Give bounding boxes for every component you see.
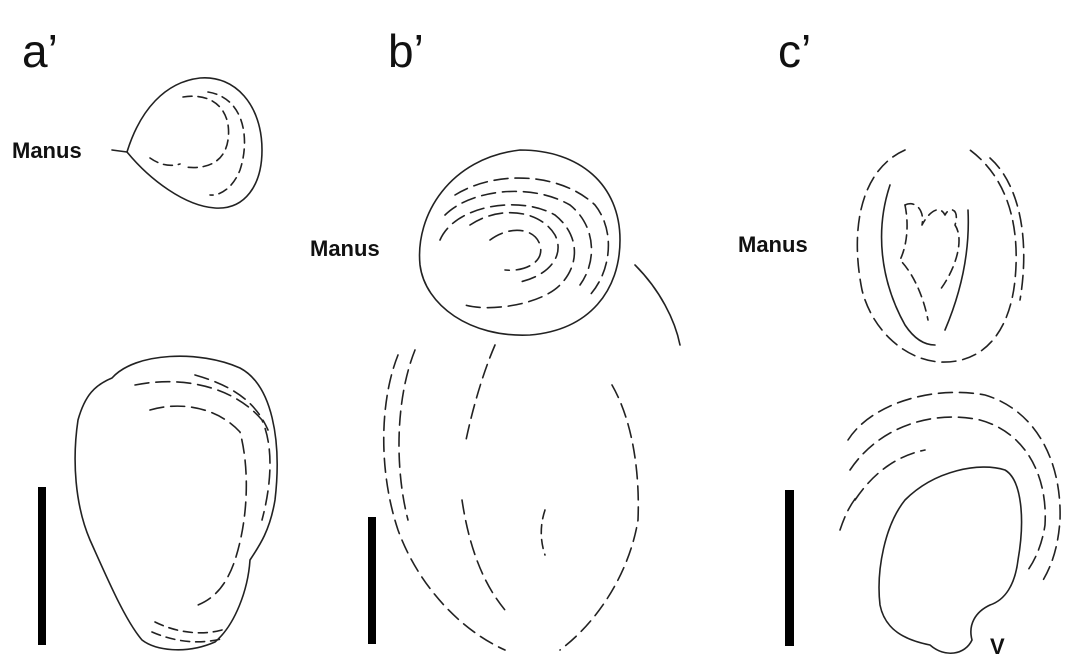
- pes-inner-line-a1: [135, 382, 270, 520]
- manus-inner-line-b5: [490, 230, 541, 270]
- pes-outline-right-b: [560, 385, 638, 650]
- manus-inner-line-a1: [183, 96, 229, 167]
- panel-a-drawing: [38, 78, 277, 650]
- pes-inner-line-a4: [155, 622, 222, 633]
- panel-c-drawing: [785, 150, 1060, 653]
- pes-outer-line-c2: [850, 417, 1045, 570]
- manus-outline-c: [857, 150, 1016, 362]
- pes-inner-line-b3: [541, 510, 545, 555]
- pes-outline-a: [75, 356, 277, 650]
- panel-label-a: a’: [22, 28, 58, 74]
- scale-bar-b: [368, 517, 376, 644]
- pes-inner-line-b1: [465, 345, 495, 445]
- pes-inner-left-b: [399, 350, 415, 520]
- manus-inner-line-b4: [470, 213, 558, 282]
- manus-inner-line-a3: [150, 158, 180, 165]
- panel-label-c: c’: [778, 28, 811, 74]
- manus-outer-line-b: [635, 265, 680, 345]
- panel-label-b: b’: [388, 28, 424, 74]
- manus-inner-line-b3: [440, 205, 574, 308]
- manus-outline-a: [127, 78, 262, 208]
- manus-inner-left-c: [882, 185, 935, 345]
- scale-bar-a: [38, 487, 46, 645]
- manus-pointer-a: [112, 150, 127, 152]
- manus-label-a: Manus: [12, 140, 82, 162]
- manus-outer-line-c: [990, 158, 1024, 300]
- pes-inner-line-a5: [152, 632, 225, 642]
- pes-outline-c: [879, 467, 1021, 653]
- pes-inner-line-b2: [462, 500, 505, 610]
- panel-b-drawing: [368, 150, 680, 650]
- pes-outer-line-c1: [848, 392, 1060, 585]
- scale-bar-c: [785, 490, 794, 646]
- pes-inner-line-a2: [150, 406, 246, 605]
- manus-label-b: Manus: [310, 238, 380, 260]
- v-label-c: V: [990, 636, 1005, 658]
- manus-inner-line-a2: [208, 92, 245, 195]
- manus-label-c: Manus: [738, 234, 808, 256]
